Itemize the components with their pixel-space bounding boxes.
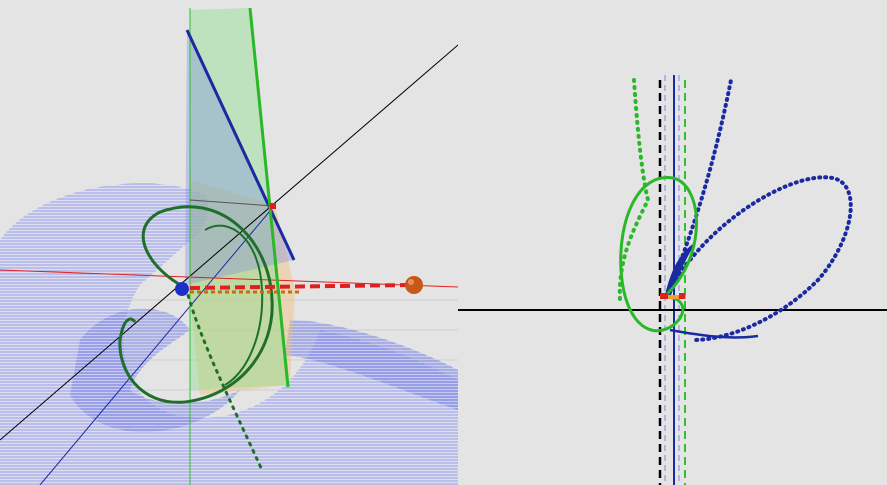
blue-axis-diagonal bbox=[39, 204, 276, 485]
orange-sphere-icon[interactable] bbox=[405, 276, 423, 294]
green-loop-curve bbox=[619, 176, 698, 333]
blue-surface-right-lobe bbox=[285, 320, 458, 410]
blue-plane-edge bbox=[185, 29, 296, 261]
plane-cross-line bbox=[189, 199, 275, 207]
red-origin-marker-right bbox=[679, 293, 685, 299]
dark-green-inner-curve bbox=[204, 224, 264, 386]
red-marker-icon[interactable] bbox=[270, 203, 276, 209]
left-3d-view-panel[interactable] bbox=[0, 0, 458, 485]
green-dotted-branch-curve bbox=[617, 78, 651, 302]
dark-green-dotted-curve bbox=[184, 286, 264, 472]
orange-sphere-highlight bbox=[408, 279, 414, 285]
blue-plane bbox=[185, 30, 294, 285]
green-plane bbox=[190, 8, 290, 390]
red-dashed-line bbox=[189, 283, 411, 290]
green-plane-edge bbox=[248, 7, 290, 388]
blue-solid-lower-curve bbox=[669, 328, 759, 339]
black-axis-diagonal bbox=[0, 44, 458, 441]
orange-origin-marker bbox=[668, 295, 686, 299]
blue-dotted-loop-curve bbox=[666, 175, 853, 342]
right-projection-view-panel[interactable] bbox=[458, 0, 887, 485]
right-projection-canvas[interactable] bbox=[458, 0, 887, 485]
red-origin-marker-icon[interactable] bbox=[660, 293, 668, 299]
red-axis bbox=[0, 269, 458, 288]
blue-surface-inner-fold bbox=[70, 308, 240, 433]
left-3d-canvas[interactable] bbox=[0, 0, 458, 485]
dark-green-loop-curve bbox=[118, 205, 274, 404]
blue-point-icon[interactable] bbox=[175, 282, 189, 296]
